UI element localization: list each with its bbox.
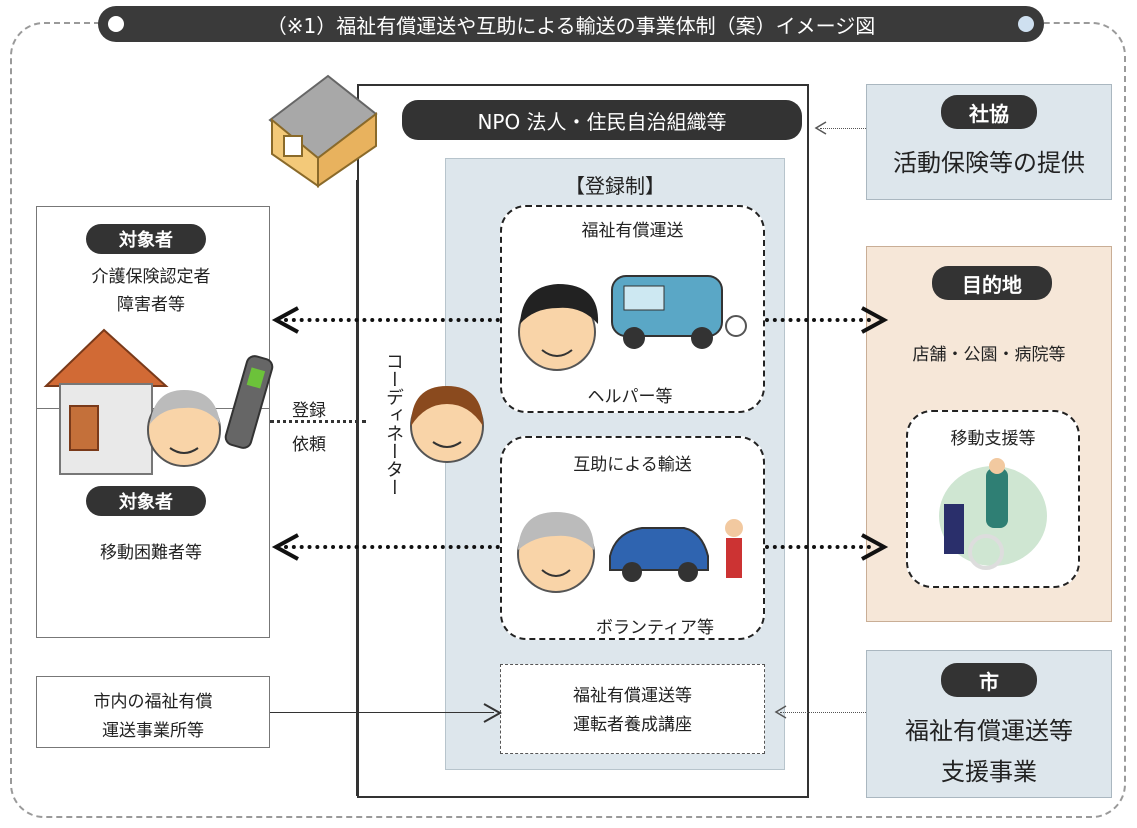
mutual-left-arrow-line: [284, 545, 500, 549]
helper-and-van-illustration: [518, 275, 747, 371]
mutual-transport-heading: 互助による輸送: [573, 455, 692, 475]
city-provider-line1: 市内の福祉有償: [93, 692, 213, 712]
volunteer-and-car-illustration: [517, 512, 743, 593]
provider-to-training-line: [270, 712, 494, 713]
mobility-support-label: 移動支援等: [950, 429, 1036, 449]
npo-left-edge: [356, 180, 358, 796]
welfare-right-arrowhead-icon: [861, 306, 889, 334]
city-line1: 福祉有償運送等: [905, 717, 1073, 745]
city-provider-line2: 運送事業所等: [102, 721, 204, 741]
phone-line: [270, 420, 366, 423]
welfare-transport-heading: 福祉有償運送: [581, 221, 684, 241]
training-line1: 福祉有償運送等: [573, 686, 692, 706]
title-right-dot: [1018, 16, 1034, 32]
city-provider-box: 市内の福祉有償 運送事業所等: [36, 676, 270, 748]
coordinator-icon: [410, 386, 484, 463]
target1-line1: 介護保険認定者: [91, 267, 211, 287]
phone-note-line1: 登録: [292, 401, 326, 421]
target2-badge: 対象者: [86, 486, 206, 516]
welfare-left-arrow-line: [284, 318, 500, 322]
title-left-dot: [108, 16, 124, 32]
target1-line2: 障害者等: [117, 295, 185, 315]
shakyo-arrowhead-icon: [814, 121, 827, 135]
training-line2: 運転者養成講座: [573, 715, 692, 735]
mutual-left-arrowhead-icon: [271, 533, 299, 561]
city-line2: 支援事業: [941, 758, 1037, 786]
city-arrowhead-icon: [774, 705, 787, 719]
destination-text: 店舗・公園・病院等: [912, 345, 1066, 365]
destination-badge: 目的地: [932, 266, 1052, 300]
city-box: 市 福祉有償運送等 支援事業: [866, 650, 1112, 798]
shakyo-badge: 社協: [941, 95, 1037, 129]
provider-arrowhead-icon: [483, 703, 503, 723]
welfare-left-arrowhead-icon: [271, 306, 299, 334]
target1-badge: 対象者: [86, 224, 206, 254]
shakyo-arrow-line: [820, 128, 866, 129]
mutual-right-arrowhead-icon: [861, 533, 889, 561]
target2-line1: 移動困難者等: [100, 543, 202, 563]
diagram-title: （※1）福祉有償運送や互助による輸送の事業体制（案）イメージ図: [266, 13, 876, 38]
npo-label: NPO 法人・住民自治組織等: [402, 100, 802, 140]
volunteer-label: ボランティア等: [596, 618, 714, 638]
phone-note-line2: 依頼: [292, 435, 326, 455]
training-box: 福祉有償運送等 運転者養成講座: [500, 664, 765, 754]
city-arrow-line: [780, 712, 866, 713]
home-and-elder-illustration: [43, 328, 274, 475]
wheelchair-support-illustration: [939, 458, 1047, 570]
welfare-right-arrow-line: [765, 318, 871, 322]
city-badge: 市: [941, 663, 1037, 697]
shakyo-text: 活動保険等の提供: [893, 149, 1085, 177]
mutual-right-arrow-line: [765, 545, 871, 549]
npo-house-icon: [268, 74, 378, 188]
helper-label: ヘルパー等: [587, 387, 673, 407]
shakyo-box: 社協 活動保険等の提供: [866, 84, 1112, 200]
registration-label: 【登録制】: [565, 174, 665, 198]
title-bar: （※1）福祉有償運送や互助による輸送の事業体制（案）イメージ図: [98, 6, 1044, 42]
coordinator-label: コーディネーター: [383, 352, 404, 496]
